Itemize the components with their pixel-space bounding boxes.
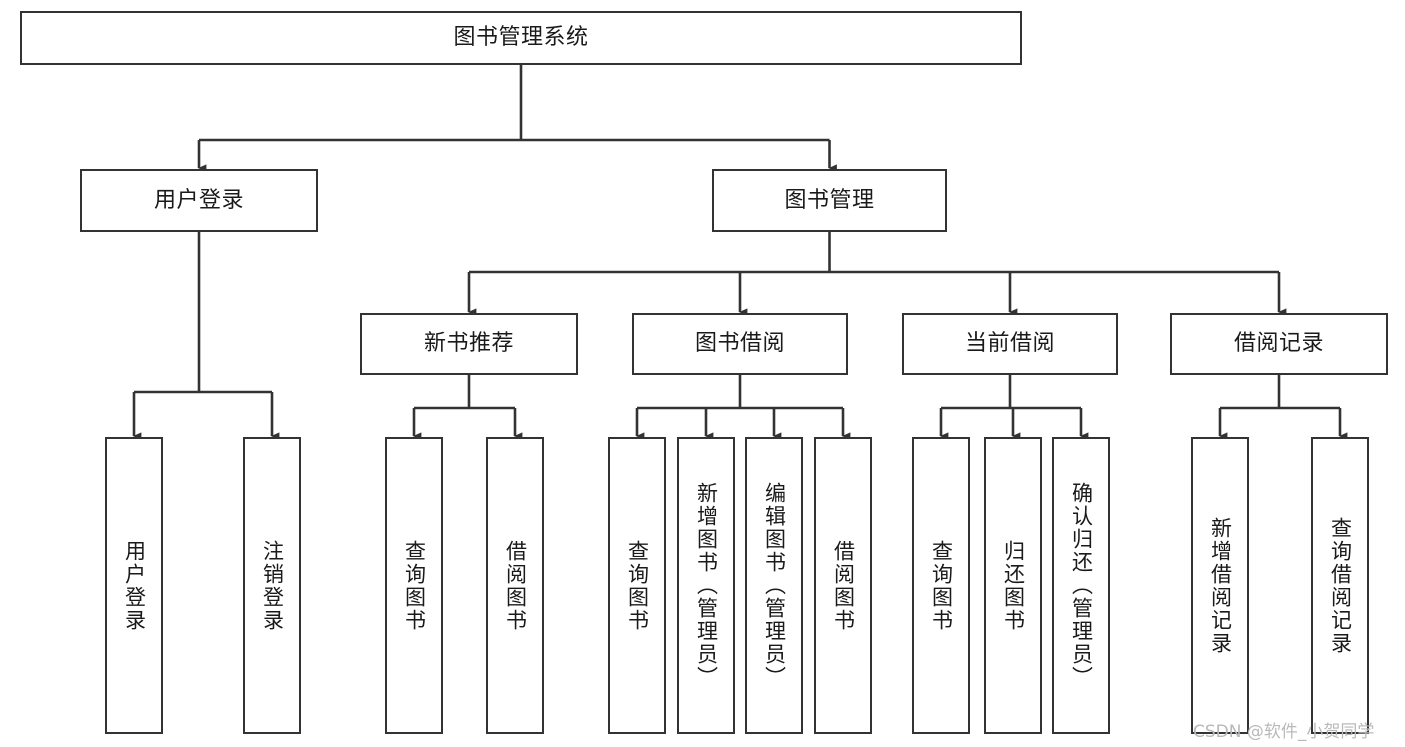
node-label: 注销登录	[260, 539, 285, 632]
node-borrow[interactable]: 图书借阅	[632, 313, 848, 375]
node-label: 新增借阅记录	[1208, 516, 1233, 655]
node-label: 新书推荐	[423, 331, 514, 357]
node-label: 确认归还（管理员）	[1069, 482, 1094, 689]
edge-group	[132, 65, 1348, 440]
node-label: 查询借阅记录	[1328, 516, 1353, 655]
node-leaf7[interactable]: 编辑图书（管理员）	[745, 437, 803, 734]
csdn-watermark: CSDN @软件_小贺同学	[1193, 722, 1375, 742]
node-label: 新增图书（管理员）	[694, 482, 719, 689]
node-leaf4[interactable]: 借阅图书	[486, 437, 544, 734]
node-records[interactable]: 借阅记录	[1170, 313, 1388, 375]
node-leaf6[interactable]: 新增图书（管理员）	[677, 437, 735, 734]
node-current[interactable]: 当前借阅	[902, 313, 1118, 375]
node-leaf12[interactable]: 新增借阅记录	[1191, 437, 1249, 734]
node-label: 用户登录	[153, 187, 244, 213]
node-label: 查询图书	[929, 539, 954, 632]
node-leaf2[interactable]: 注销登录	[243, 437, 301, 734]
node-leaf13[interactable]: 查询借阅记录	[1311, 437, 1369, 734]
node-label: 借阅图书	[831, 539, 856, 632]
node-label: 当前借阅	[964, 331, 1055, 357]
node-leaf5[interactable]: 查询图书	[608, 437, 666, 734]
node-leaf8[interactable]: 借阅图书	[814, 437, 872, 734]
node-label: 图书借阅	[694, 331, 785, 357]
node-label: 用户登录	[122, 539, 147, 632]
node-leaf1[interactable]: 用户登录	[105, 437, 163, 734]
node-newbook[interactable]: 新书推荐	[360, 313, 578, 375]
node-label: 编辑图书（管理员）	[762, 482, 787, 689]
node-login[interactable]: 用户登录	[80, 169, 318, 232]
node-label: 查询图书	[402, 539, 427, 632]
node-label: 图书管理系统	[453, 25, 589, 51]
node-label: 图书管理	[784, 187, 875, 213]
node-label: 查询图书	[625, 539, 650, 632]
node-label: 借阅记录	[1233, 331, 1324, 357]
node-leaf11[interactable]: 确认归还（管理员）	[1052, 437, 1110, 734]
node-leaf3[interactable]: 查询图书	[385, 437, 443, 734]
node-bookmgmt[interactable]: 图书管理	[712, 169, 947, 232]
node-label: 借阅图书	[503, 539, 528, 632]
node-leaf10[interactable]: 归还图书	[984, 437, 1042, 734]
node-root[interactable]: 图书管理系统	[20, 11, 1022, 65]
node-label: 归还图书	[1001, 539, 1026, 632]
node-leaf9[interactable]: 查询图书	[912, 437, 970, 734]
